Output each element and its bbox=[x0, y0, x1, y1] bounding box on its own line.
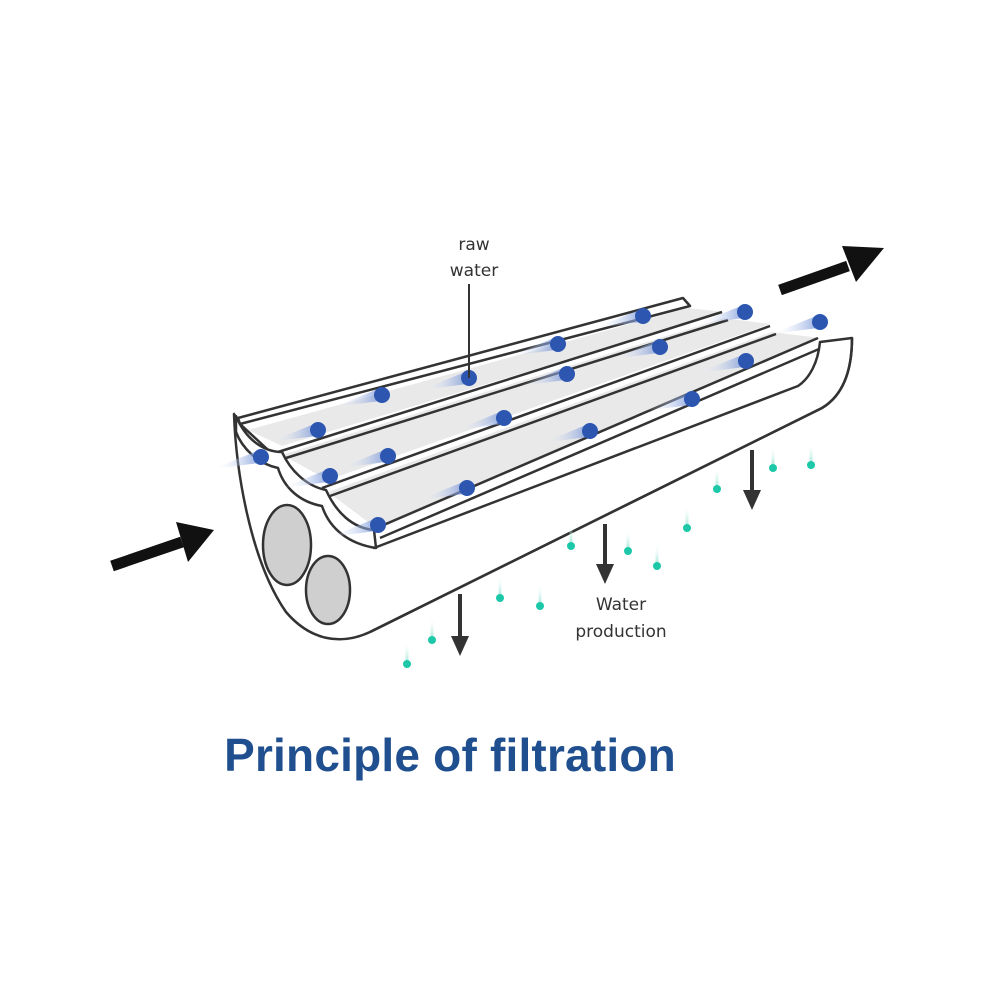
ridge-2 bbox=[321, 324, 771, 490]
particle-trail bbox=[334, 389, 380, 407]
particle-trail bbox=[542, 425, 588, 443]
raw-water-label-line1: raw bbox=[458, 235, 489, 255]
particle-trail bbox=[644, 393, 690, 411]
droplet-trail bbox=[405, 642, 409, 660]
particle-trail bbox=[213, 451, 259, 469]
particle-trail bbox=[340, 450, 386, 468]
raw-water-particle bbox=[635, 308, 651, 324]
particle-trail bbox=[270, 424, 316, 442]
raw-water-particle bbox=[370, 517, 386, 533]
permeate-arrow-1 bbox=[451, 594, 469, 656]
particle-trail bbox=[697, 306, 743, 324]
filtered-droplet bbox=[428, 636, 436, 644]
filtered-droplet bbox=[769, 464, 777, 472]
ridge-3b bbox=[379, 344, 827, 540]
water-production-label-line1: Water bbox=[596, 595, 646, 615]
particle-trail bbox=[519, 368, 565, 386]
filtered-droplet bbox=[496, 594, 504, 602]
particle-trail bbox=[456, 412, 502, 430]
filtered-droplet bbox=[536, 602, 544, 610]
filtered-droplet bbox=[403, 660, 411, 668]
filtered-droplet bbox=[567, 542, 575, 550]
droplet-trail bbox=[809, 443, 813, 461]
raw-water-particle bbox=[253, 449, 269, 465]
lumen-1 bbox=[261, 503, 313, 587]
shell-lower-edge bbox=[369, 337, 854, 634]
arrow-down-icon bbox=[596, 564, 614, 584]
droplet-trail bbox=[538, 584, 542, 602]
inflow-arrow bbox=[110, 522, 214, 572]
droplet-trail bbox=[626, 529, 630, 547]
filtered-droplet bbox=[624, 547, 632, 555]
raw-water-particle bbox=[550, 336, 566, 352]
raw-water-particles bbox=[213, 304, 828, 537]
raw-water-particle bbox=[737, 304, 753, 320]
droplet-trail bbox=[430, 618, 434, 636]
raw-water-label-line2: water bbox=[450, 261, 498, 281]
particle-trail bbox=[595, 310, 641, 328]
droplet-trail bbox=[685, 506, 689, 524]
particle-trail bbox=[419, 482, 465, 500]
particle-trail bbox=[421, 372, 467, 390]
filtered-droplet bbox=[807, 461, 815, 469]
raw-water-particle bbox=[582, 423, 598, 439]
lumen-2 bbox=[304, 554, 352, 626]
particle-trail bbox=[510, 338, 556, 356]
raw-water-particle bbox=[738, 353, 754, 369]
filtered-droplet bbox=[653, 562, 661, 570]
droplet-trail bbox=[569, 524, 573, 542]
water-production-label-line2: production bbox=[575, 622, 666, 642]
droplet-trail bbox=[498, 576, 502, 594]
droplet-trail bbox=[715, 467, 719, 485]
droplet-trail bbox=[655, 544, 659, 562]
raw-water-particle bbox=[459, 480, 475, 496]
ridge-1 bbox=[277, 310, 723, 454]
filtered-water-droplets bbox=[403, 443, 815, 668]
outflow-arrow bbox=[778, 246, 884, 296]
raw-water-particle bbox=[812, 314, 828, 330]
raw-water-particle bbox=[322, 468, 338, 484]
raw-water-particle bbox=[684, 391, 700, 407]
membrane-outer-shell bbox=[232, 336, 854, 641]
raw-water-particle bbox=[310, 422, 326, 438]
permeate-arrow-2 bbox=[596, 524, 614, 584]
raw-water-particle bbox=[559, 366, 575, 382]
channel-surface-2 bbox=[282, 318, 770, 480]
particle-trail bbox=[772, 316, 818, 334]
droplet-trail bbox=[771, 446, 775, 464]
channel-surface-1 bbox=[248, 308, 724, 446]
raw-water-particle bbox=[374, 387, 390, 403]
particle-trail bbox=[698, 355, 744, 373]
arrow-down-icon bbox=[451, 636, 469, 656]
particle-trail bbox=[282, 470, 328, 488]
filtered-droplet bbox=[683, 524, 691, 532]
ridge-2b bbox=[329, 332, 777, 498]
raw-water-particle bbox=[652, 339, 668, 355]
arrow-down-icon bbox=[743, 490, 761, 510]
particle-trail bbox=[330, 519, 376, 537]
filtered-droplet bbox=[713, 485, 721, 493]
arrow-right-up-icon bbox=[176, 522, 214, 562]
arrow-right-up-icon bbox=[842, 246, 884, 282]
permeate-arrow-3 bbox=[743, 450, 761, 510]
diagram-caption: Principle of filtration bbox=[224, 729, 676, 781]
particle-trail bbox=[612, 341, 658, 359]
raw-water-particle bbox=[496, 410, 512, 426]
raw-water-particle bbox=[380, 448, 396, 464]
